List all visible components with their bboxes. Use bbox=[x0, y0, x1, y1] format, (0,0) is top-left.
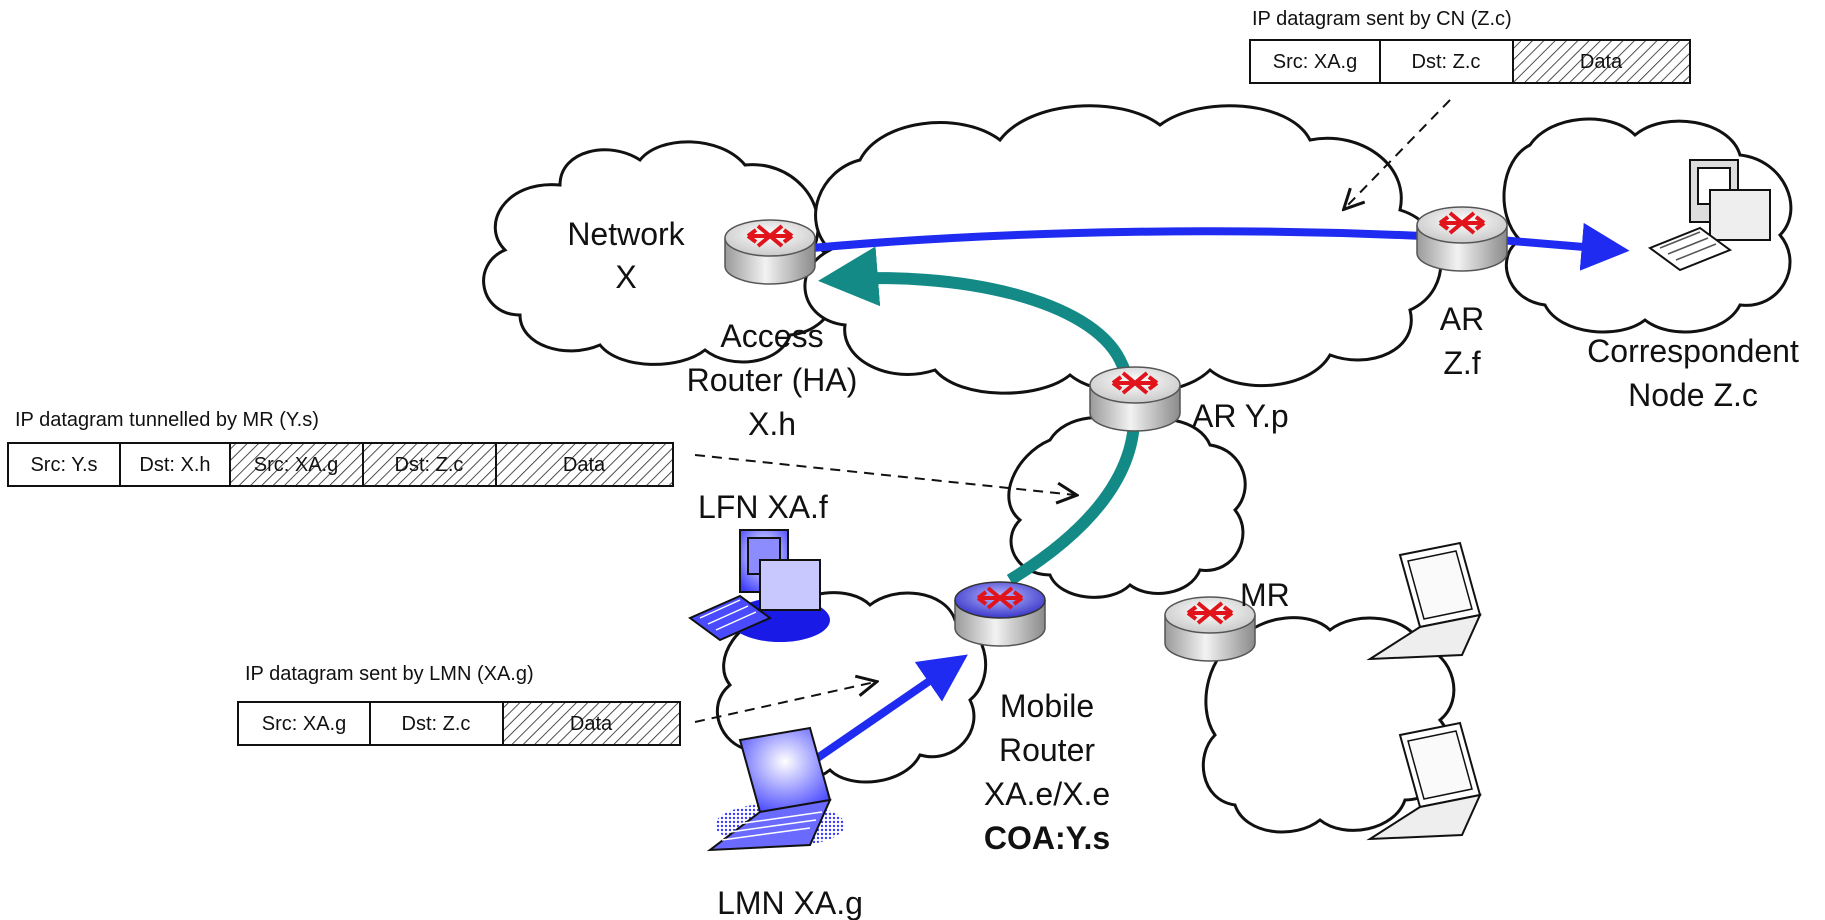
network-x-label-2: X bbox=[615, 259, 636, 295]
datagram-cell: Data bbox=[570, 713, 613, 735]
access-router-label-3: X.h bbox=[748, 406, 796, 442]
ar-z-label-2: Z.f bbox=[1443, 345, 1480, 381]
lfn-computer-icon bbox=[688, 529, 830, 642]
access-router-icon bbox=[724, 219, 816, 285]
right-laptop-bottom-icon bbox=[1366, 721, 1482, 841]
ar-y-router-icon bbox=[1089, 366, 1181, 432]
ar-y-label: AR Y.p bbox=[1192, 398, 1289, 434]
ar-z-router-icon bbox=[1416, 206, 1508, 272]
lmn-datagram-caption: IP datagram sent by LMN (XA.g) bbox=[245, 663, 534, 685]
mr-label: MR bbox=[1240, 577, 1290, 613]
datagram-cell: Data bbox=[1580, 51, 1623, 73]
lmn-to-mr-path bbox=[797, 654, 968, 774]
mr-router-icon bbox=[1164, 596, 1256, 662]
network-x-cloud bbox=[482, 140, 840, 366]
datagram-cell: Src: XA.g bbox=[1273, 51, 1357, 73]
mr-datagram: Src: Y.s Dst: X.h Src: XA.g Dst: Z.c Dat… bbox=[7, 442, 674, 487]
datagram-cell: Dst: Z.c bbox=[395, 454, 464, 476]
right-lower-cloud bbox=[1201, 616, 1456, 834]
datagram-cell: Src: XA.g bbox=[262, 713, 346, 735]
mr-datagram-caption: IP datagram tunnelled by MR (Y.s) bbox=[15, 409, 319, 431]
datagram-cell: Src: XA.g bbox=[254, 454, 338, 476]
ar-z-label: AR bbox=[1440, 301, 1484, 337]
datagram-cell: Data bbox=[563, 454, 606, 476]
correspondent-node-label-2: Node Z.c bbox=[1628, 377, 1758, 413]
correspondent-computer-icon bbox=[1647, 159, 1771, 272]
lmn-label: LMN XA.g bbox=[717, 885, 863, 920]
datagram-cell: Dst: Z.c bbox=[1412, 51, 1481, 73]
lmn-datagram-pointer bbox=[694, 682, 875, 723]
datagram-cell: Dst: X.h bbox=[139, 454, 210, 476]
mobile-router-label-3: XA.e/X.e bbox=[984, 776, 1110, 812]
mobile-router-label-2: Router bbox=[999, 732, 1095, 768]
cn-datagram-pointer bbox=[1345, 99, 1451, 208]
lmn-datagram: Src: XA.g Dst: Z.c Data bbox=[237, 701, 681, 746]
mobile-router-icon bbox=[954, 581, 1046, 647]
cn-datagram-caption: IP datagram sent by CN (Z.c) bbox=[1252, 8, 1512, 30]
datagram-cell: Dst: Z.c bbox=[402, 713, 471, 735]
access-router-label: Access bbox=[720, 318, 823, 354]
tunnel-path bbox=[818, 246, 1141, 586]
cn-datagram: Src: XA.g Dst: Z.c Data bbox=[1249, 39, 1691, 84]
lmn-laptop-icon bbox=[706, 726, 845, 852]
access-router-label-2: Router (HA) bbox=[687, 362, 858, 398]
correspondent-node-label: Correspondent bbox=[1587, 333, 1799, 369]
mr-datagram-pointer bbox=[694, 454, 1075, 495]
lfn-label: LFN XA.f bbox=[698, 489, 828, 525]
mobile-router-label: Mobile bbox=[1000, 688, 1094, 724]
internet-cloud bbox=[803, 104, 1443, 395]
datagram-cell: Src: Y.s bbox=[30, 454, 97, 476]
network-x-label: Network bbox=[567, 216, 685, 252]
mobile-router-coa-label: COA:Y.s bbox=[984, 820, 1110, 856]
right-laptop-top-icon bbox=[1366, 541, 1482, 661]
